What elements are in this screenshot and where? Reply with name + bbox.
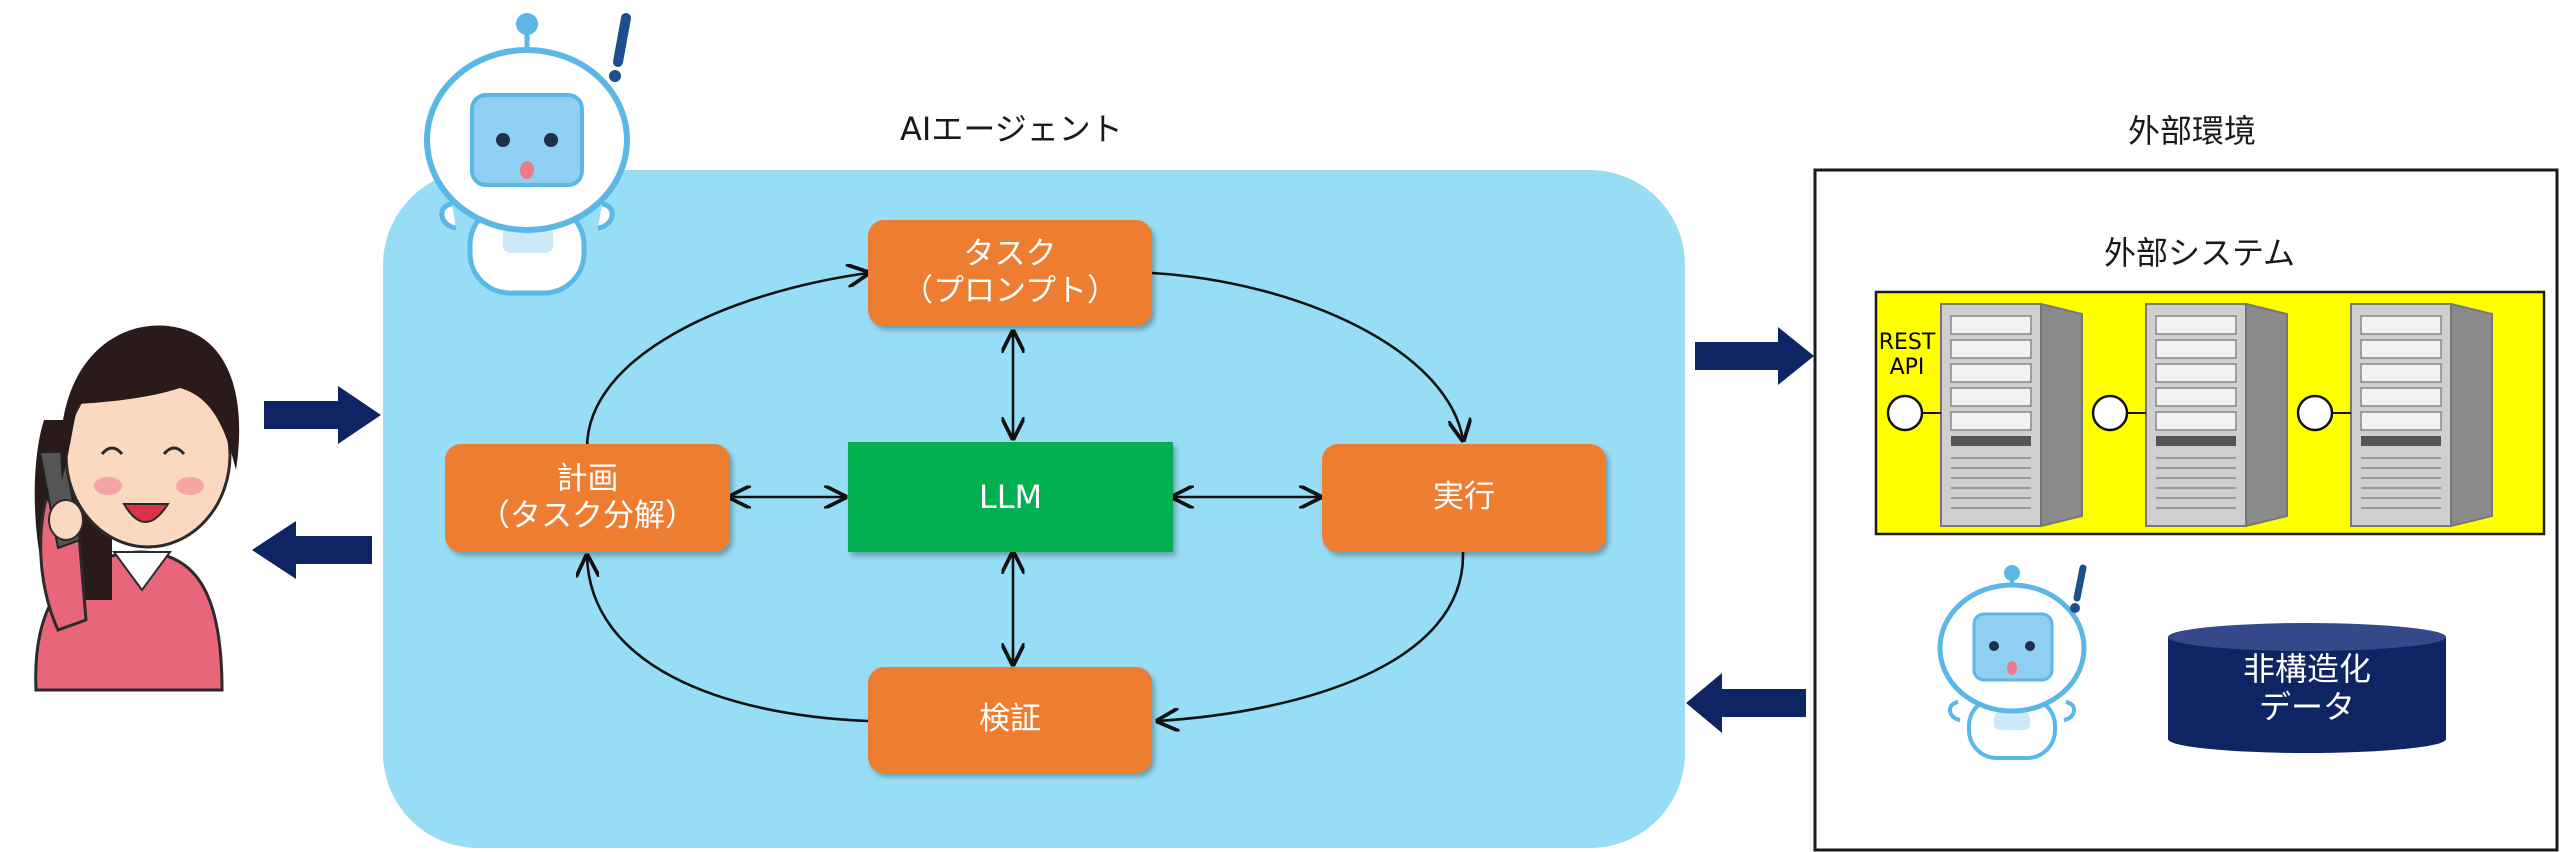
external-environment-title: 外部環境 (2128, 112, 2257, 150)
external-return-arrow (1686, 673, 1806, 733)
plan-box: 計画 （タスク分解） (445, 444, 730, 552)
call-external-arrow (1695, 327, 1814, 385)
task-to-execute-arrow (1151, 271, 1463, 440)
task-box-title: タスク (963, 235, 1057, 272)
robot-icon (1937, 564, 2087, 760)
plan-to-task-arrow (585, 273, 868, 449)
database-label-line2: データ (2258, 688, 2355, 727)
llm-box: LLM (848, 442, 1173, 552)
server-icon (2145, 302, 2288, 528)
verify-to-plan-arrow (587, 556, 869, 723)
api-connector-icon (2296, 394, 2351, 432)
agent-title: AIエージェント (900, 110, 1123, 148)
rest-api-label: REST API (1872, 330, 1942, 381)
external-system-title: 外部システム (2104, 234, 2296, 272)
plan-box-subtitle: （タスク分解） (479, 498, 696, 534)
api-connector-icon (1886, 394, 1941, 432)
database-label: 非構造化 データ (2168, 650, 2446, 727)
verify-box-title: 検証 (979, 701, 1041, 738)
database-icon (2168, 623, 2446, 753)
task-box-subtitle: （プロンプト） (901, 273, 1119, 309)
server-icon (2350, 302, 2493, 528)
response-arrow (252, 521, 372, 579)
verify-box: 検証 (868, 667, 1152, 773)
person-phone-icon (34, 325, 240, 692)
execute-box-title: 実行 (1433, 479, 1495, 516)
server-icon (1940, 302, 2083, 528)
plan-box-title: 計画 (556, 460, 619, 497)
api-connector-icon (2091, 394, 2146, 432)
task-box: タスク （プロンプト） (868, 220, 1152, 326)
execute-to-verify-arrow (1158, 551, 1465, 721)
rest-api-label-line1: REST (1878, 330, 1936, 355)
execute-box: 実行 (1322, 444, 1606, 552)
robot-icon (424, 13, 631, 296)
database-label-line1: 非構造化 (2242, 650, 2371, 688)
request-arrow (264, 386, 381, 444)
rest-api-label-line2: API (1889, 355, 1925, 381)
